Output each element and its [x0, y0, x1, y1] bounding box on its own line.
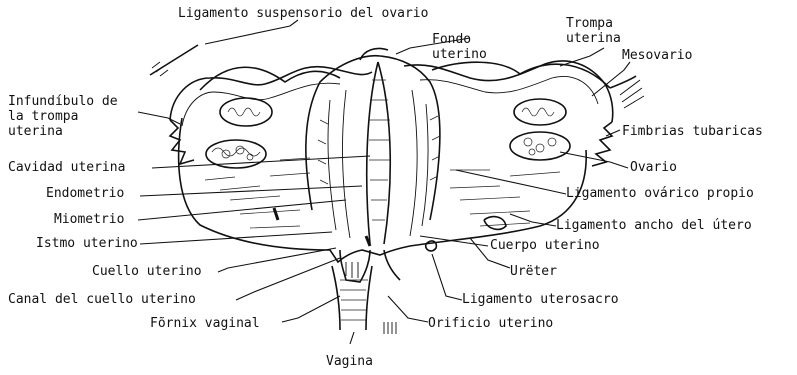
label-ligamento-ancho: Ligamento ancho del útero [556, 218, 752, 233]
label-mesovario: Mesovario [622, 48, 692, 63]
label-ligamento-ovarico: Ligamento ovárico propio [566, 186, 754, 201]
right-ovary [510, 132, 570, 160]
label-ligamento-suspensorio: Ligamento suspensorio del ovario [178, 6, 428, 21]
label-ureter: Urëter [510, 264, 557, 279]
label-fondo-uterino: Fondo uterino [432, 32, 487, 62]
left-fallopian-tube [170, 67, 372, 120]
label-vagina: Vagina [326, 354, 373, 369]
label-ovario: Ovario [630, 160, 677, 175]
label-istmo-uterino: Istmo uterino [36, 236, 138, 251]
label-infundibulo: Infundíbulo de la trompa uterina [8, 94, 118, 139]
cervix [340, 250, 370, 282]
label-canal-cuello: Canal del cuello uterino [8, 292, 196, 307]
left-fimbriae [170, 120, 194, 164]
label-endometrio: Endometrio [46, 186, 124, 201]
label-fornix-vaginal: Fõrnix vaginal [150, 316, 260, 331]
label-trompa-uterina: Trompa uterina [566, 16, 621, 46]
label-cuerpo-uterino: Cuerpo uterino [490, 238, 600, 253]
label-orificio-uterino: Orificio uterino [428, 316, 553, 331]
label-cavidad-uterina: Cavidad uterina [8, 160, 125, 175]
label-miometrio: Miometrio [54, 212, 124, 227]
right-fallopian-tube [404, 61, 613, 122]
label-cuello-uterino: Cuello uterino [92, 264, 202, 279]
uterine-cavity [367, 62, 391, 244]
label-fimbrias: Fimbrias tubaricas [622, 124, 763, 139]
label-ligamento-uterosacro: Ligamento uterosacro [462, 292, 619, 307]
